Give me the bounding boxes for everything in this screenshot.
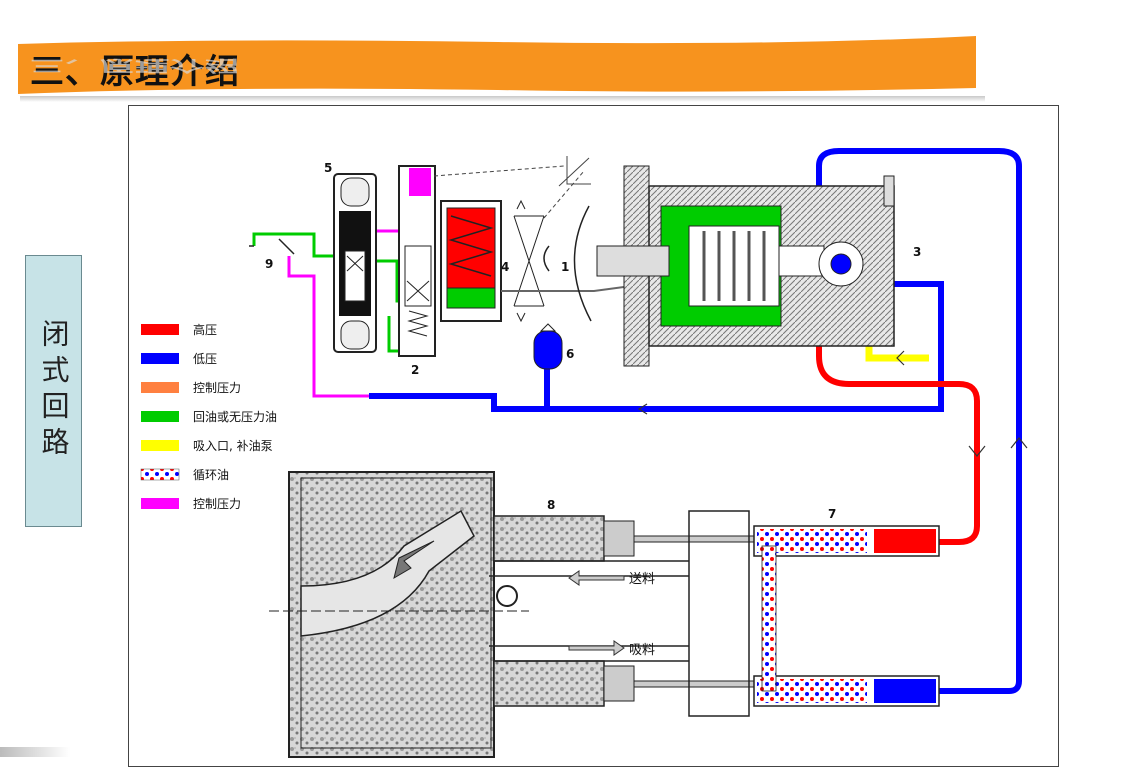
swing-arc bbox=[573, 205, 592, 322]
circulating-oil-link-fill bbox=[761, 545, 777, 692]
swashplate-symbol bbox=[513, 199, 550, 323]
legend-swatch-suction bbox=[141, 440, 179, 451]
suck-label: 吸料 bbox=[629, 643, 655, 658]
deliver-arrow bbox=[568, 570, 625, 586]
page-title-reflection: 三、原理介绍 bbox=[30, 56, 240, 75]
label-4: 4 bbox=[501, 260, 509, 274]
legend-swatch-circulating-oil bbox=[140, 468, 180, 481]
high-pressure-lines bbox=[799, 293, 980, 545]
label-1: 1 bbox=[561, 260, 569, 274]
legend: 高压 低压 控制压力 回油或无压力油 吸入口, 补油泵 循环油 bbox=[140, 322, 277, 511]
deliver-label: 送料 bbox=[629, 572, 655, 587]
title-shadow bbox=[20, 96, 985, 102]
label-6: 6 bbox=[566, 347, 574, 361]
legend-label-control-pressure-2: 控制压力 bbox=[193, 497, 241, 511]
label-7: 7 bbox=[828, 507, 836, 521]
label-5: 5 bbox=[324, 161, 332, 175]
legend-swatch-control-pressure bbox=[141, 382, 179, 393]
valve-2 bbox=[398, 165, 436, 357]
accumulator-6 bbox=[533, 323, 563, 370]
suck-arrow bbox=[568, 640, 625, 656]
valve-5 bbox=[333, 173, 377, 353]
legend-item-return-oil: 回油或无压力油 bbox=[141, 410, 277, 424]
label-2: 2 bbox=[411, 363, 419, 377]
page-title: 三、原理介绍 bbox=[30, 52, 240, 92]
legend-item-control-pressure-2: 控制压力 bbox=[141, 497, 241, 511]
label-8: 8 bbox=[547, 498, 555, 512]
pump-body bbox=[596, 165, 895, 367]
legend-item-circulating-oil: 循环油 bbox=[140, 468, 229, 482]
legend-swatch-high-pressure bbox=[141, 324, 179, 335]
valve-9 bbox=[249, 238, 295, 255]
legend-label-circulating-oil: 循环油 bbox=[193, 468, 229, 482]
legend-label-control-pressure: 控制压力 bbox=[193, 381, 241, 395]
legend-label-high-pressure: 高压 bbox=[193, 322, 217, 337]
legend-item-high-pressure: 高压 bbox=[141, 322, 217, 337]
bottom-decoration bbox=[0, 747, 70, 757]
legend-label-low-pressure: 低压 bbox=[193, 352, 217, 366]
axis-indicator bbox=[558, 156, 591, 187]
legend-label-return-oil: 回油或无压力油 bbox=[193, 410, 277, 424]
side-label-box: 闭式回路 bbox=[25, 255, 82, 527]
legend-swatch-return-oil bbox=[141, 411, 179, 422]
side-label: 闭式回路 bbox=[37, 319, 71, 463]
concrete-cylinder-bottom bbox=[493, 660, 755, 707]
hopper bbox=[269, 471, 529, 758]
hydraulic-cylinder-bottom bbox=[753, 675, 940, 707]
legend-item-low-pressure: 低压 bbox=[141, 352, 217, 366]
legend-swatch-control-pressure-2 bbox=[141, 498, 179, 509]
flow-arrow-down bbox=[968, 445, 986, 457]
concrete-cylinder-top bbox=[493, 515, 755, 562]
legend-label-suction: 吸入口, 补油泵 bbox=[193, 439, 273, 453]
dashed-indicator bbox=[433, 165, 585, 219]
label-9: 9 bbox=[265, 257, 273, 271]
legend-item-suction: 吸入口, 补油泵 bbox=[141, 439, 273, 453]
legend-item-control-pressure: 控制压力 bbox=[141, 381, 241, 395]
suction-arrow bbox=[896, 350, 905, 366]
label-3: 3 bbox=[913, 245, 921, 259]
diagram-frame: 高压 低压 控制压力 回油或无压力油 吸入口, 补油泵 循环油 bbox=[128, 105, 1059, 767]
control-cylinder bbox=[440, 200, 502, 322]
flow-arrow-up bbox=[1010, 437, 1028, 449]
closed-circuit-diagram: 高压 低压 控制压力 回油或无压力油 吸入口, 补油泵 循环油 bbox=[140, 148, 1028, 758]
flow-arrow-left bbox=[637, 403, 648, 415]
legend-swatch-low-pressure bbox=[141, 353, 179, 364]
hydraulic-cylinder-top bbox=[753, 525, 940, 557]
title-bar bbox=[18, 36, 976, 94]
